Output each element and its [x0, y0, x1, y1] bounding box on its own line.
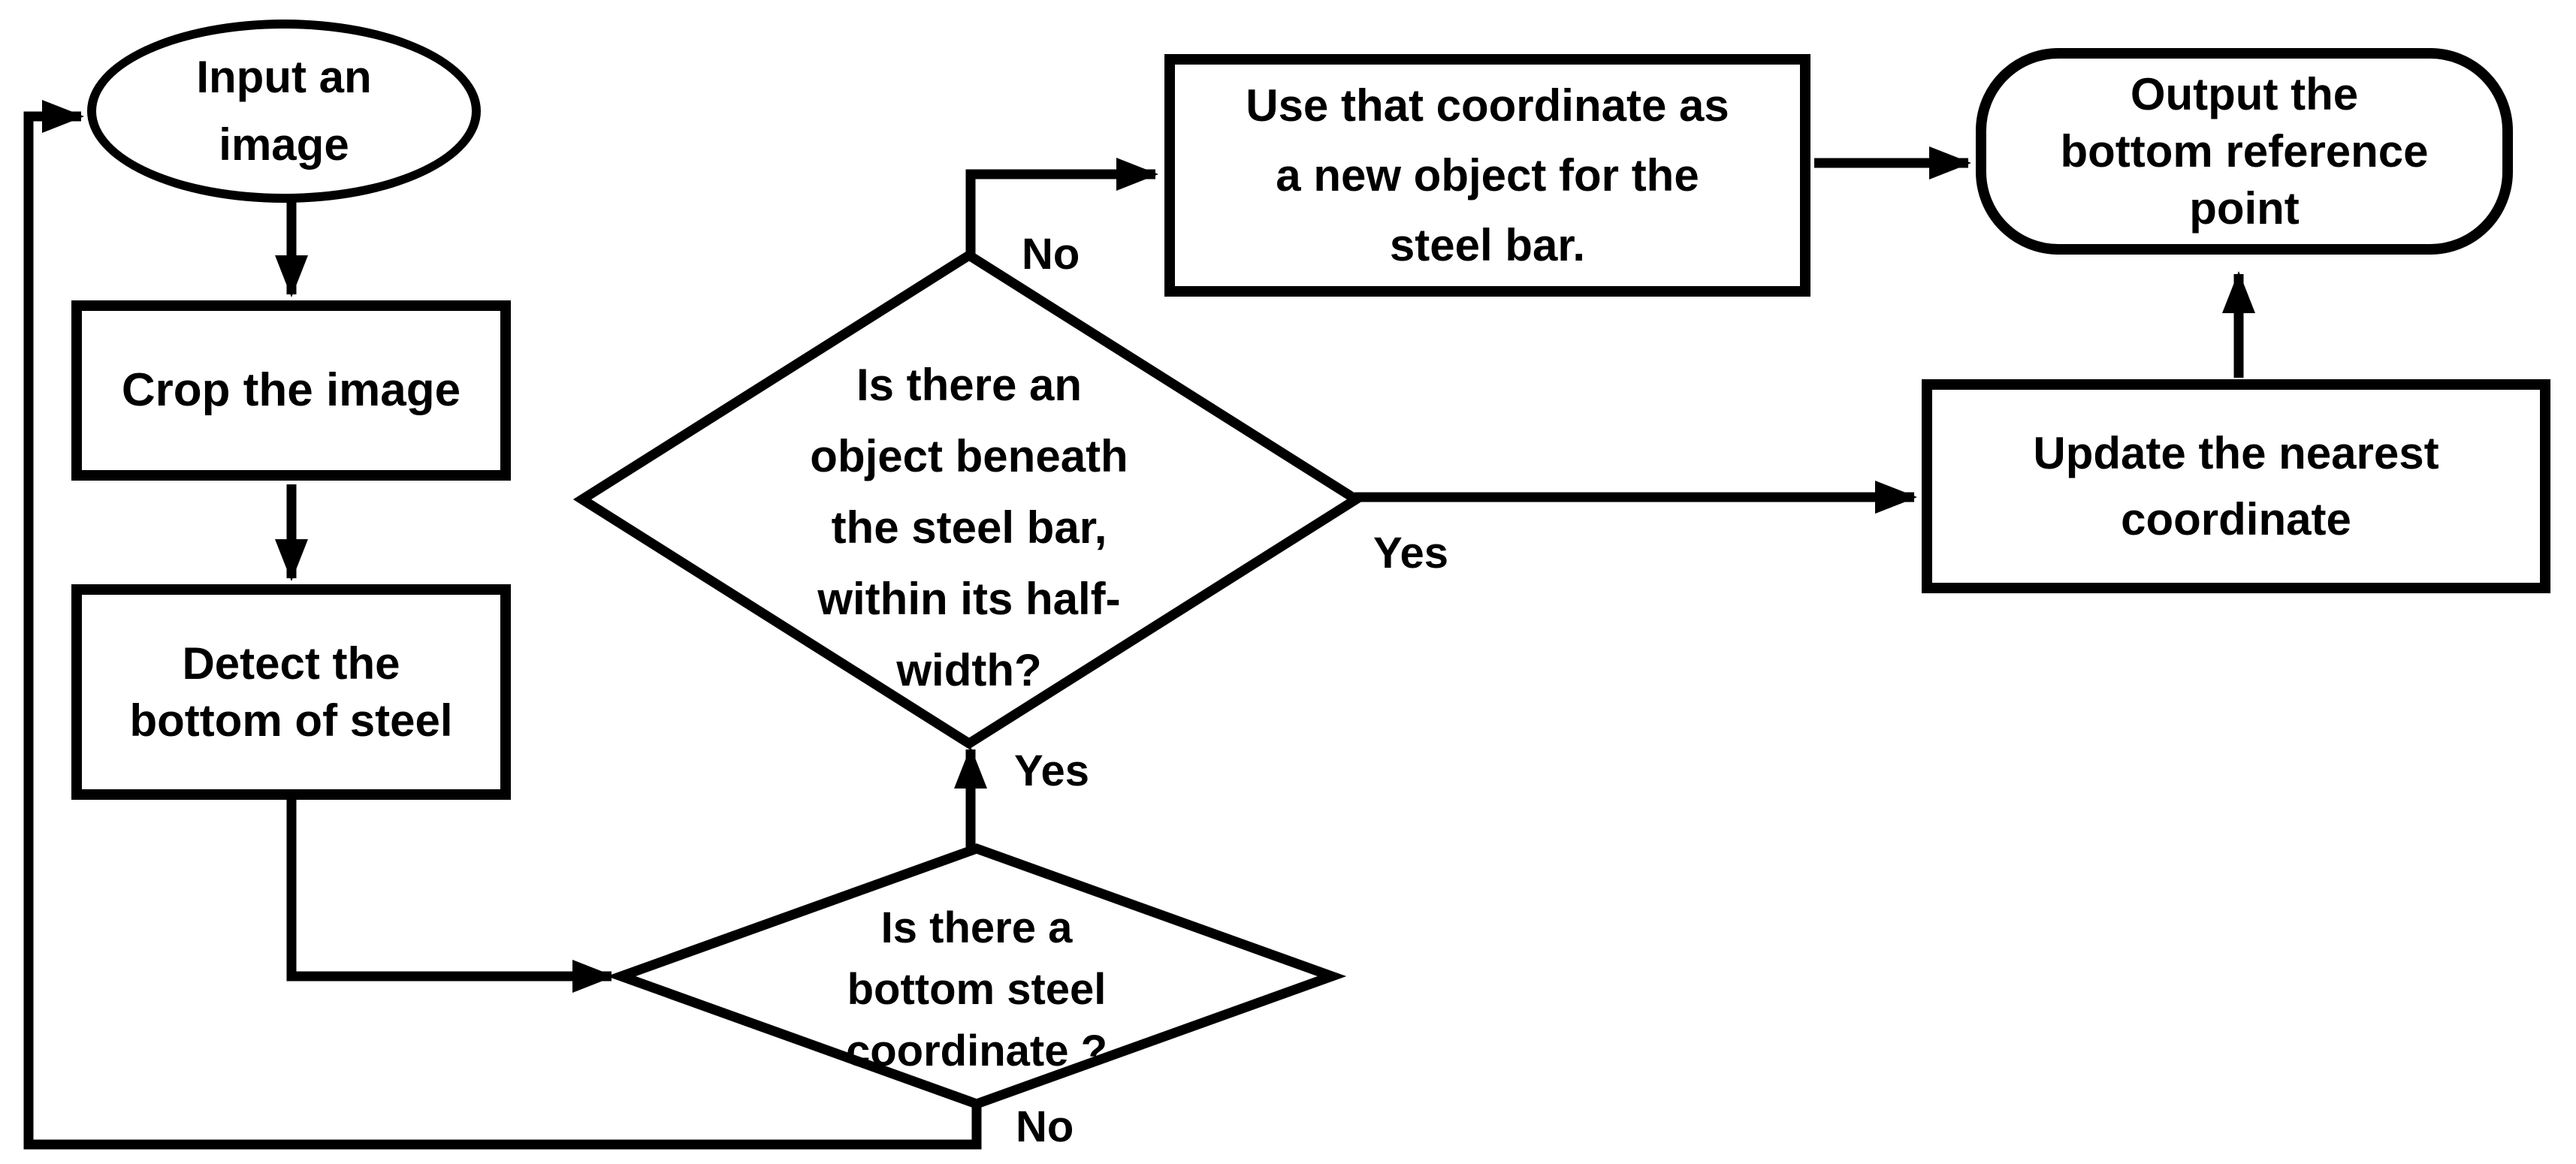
- edge-label-object-yes: Yes: [1373, 529, 1448, 577]
- edge-coord-no-feedback-to-input: [23, 100, 982, 1150]
- process-crop-image-label: Crop the image: [121, 364, 461, 416]
- decision-object-beneath: [572, 249, 1366, 749]
- process-use-coordinate-label: Use that coordinate as a new object for …: [1246, 80, 1729, 270]
- terminator-output-reference-label: Output the bottom reference point: [2060, 68, 2429, 234]
- decision-bottom-steel-coordinate: [606, 843, 1347, 1109]
- edge-label-coord-no: No: [1016, 1102, 1074, 1151]
- process-use-coordinate: Use that coordinate as a new object for …: [1164, 54, 1810, 297]
- edge-label-object-no: No: [1022, 230, 1080, 279]
- edge-object-no-to-use-coordinate: [965, 158, 1158, 258]
- terminator-output-reference: Output the bottom reference point: [1976, 48, 2513, 255]
- decision-object-beneath-label: Is there an object beneath the steel bar…: [810, 360, 1128, 695]
- process-update-nearest-label: Update the nearest coordinate: [2033, 427, 2439, 544]
- terminator-input-image-label: Input an image: [196, 52, 372, 170]
- terminator-input-image: Input an image: [87, 20, 481, 203]
- process-detect-bottom-label: Detect the bottom of steel: [129, 638, 453, 746]
- process-crop-image: Crop the image: [71, 300, 511, 481]
- edge-detect-to-coord-decision: [286, 798, 615, 993]
- decision-bottom-steel-coordinate-label: Is there a bottom steel coordinate ?: [845, 903, 1108, 1075]
- process-update-nearest: Update the nearest coordinate: [1922, 379, 2550, 593]
- edge-label-coord-yes: Yes: [1014, 746, 1089, 795]
- process-detect-bottom: Detect the bottom of steel: [71, 584, 511, 800]
